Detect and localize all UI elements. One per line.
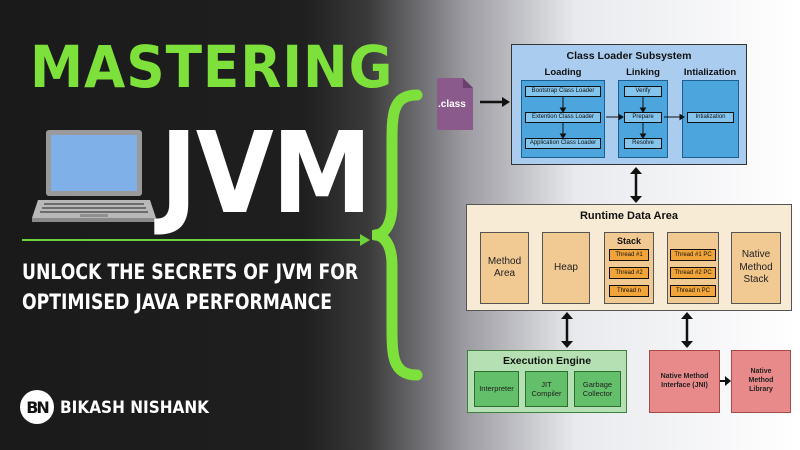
- laptop-icon: [32, 128, 156, 224]
- curly-brace-icon: [372, 89, 423, 381]
- pc-thread-n: Thread n PC: [670, 285, 716, 297]
- jit-compiler: JIT Compiler: [525, 371, 568, 407]
- arrow-runtime-engine: [561, 312, 573, 348]
- stack-thread-2: Thread #2: [609, 267, 649, 279]
- stack-title: Stack: [616, 236, 642, 246]
- author-logo-text: BN: [26, 397, 50, 417]
- native-method-library: Native Method Library: [731, 350, 791, 413]
- initialization-step: Intialization: [687, 112, 734, 123]
- linking-title: Linking: [626, 67, 660, 78]
- divider-line: [22, 239, 367, 241]
- bootstrap-class-loader: Bootstrap Class Loader: [525, 86, 601, 97]
- method-area: Method Area: [480, 232, 529, 304]
- headline-jvm: JVM: [160, 109, 372, 239]
- execution-engine: Execution Engine Interpreter JIT Compile…: [467, 350, 627, 413]
- arrow-loader-runtime: [630, 167, 642, 203]
- tagline-line-1: UNLOCK THE SECRETS OF JVM FOR: [22, 260, 359, 284]
- stack-thread-n: Thread n: [609, 285, 649, 297]
- runtime-data-area: Runtime Data Area Method Area Heap Stack…: [466, 204, 792, 311]
- loading-title: Loading: [544, 67, 582, 78]
- runtime-data-area-title: Runtime Data Area: [579, 210, 678, 222]
- garbage-collector: Garbage Collector: [574, 371, 621, 407]
- heap: Heap: [542, 232, 590, 304]
- native-method-stack: Native Method Stack: [731, 232, 781, 304]
- author-logo: BN: [20, 390, 54, 424]
- arrow-runtime-jni: [681, 312, 693, 348]
- execution-engine-title: Execution Engine: [502, 355, 592, 367]
- class-file-label: .class: [438, 99, 466, 110]
- stack-thread-1: Thread #1: [609, 249, 649, 261]
- divider-arrow-icon: [360, 234, 370, 246]
- tagline-line-2: OPTIMISED JAVA PERFORMANCE: [22, 290, 333, 314]
- arrow-to-loader: [480, 97, 510, 107]
- class-file-icon: [437, 78, 473, 130]
- pc-thread-2: Thread #2 PC: [670, 267, 716, 279]
- author-name: BIKASH NISHANK: [60, 398, 210, 418]
- arrow-jni-library: [720, 376, 731, 386]
- headline-mastering: MASTERING: [30, 33, 394, 101]
- native-method-interface: Native Method Interface (JNI): [649, 350, 720, 413]
- verify-step: Verify: [624, 86, 662, 97]
- pc-thread-1: Thread #1 PC: [670, 249, 716, 261]
- class-loader-title: Class Loader Subsystem: [566, 50, 692, 62]
- class-loader-subsystem: Class Loader Subsystem Loading Linking I…: [511, 44, 747, 165]
- interpreter: Interpreter: [474, 371, 519, 407]
- initialization-title: Intialization: [683, 67, 737, 78]
- class-loader-arrows: [559, 97, 685, 139]
